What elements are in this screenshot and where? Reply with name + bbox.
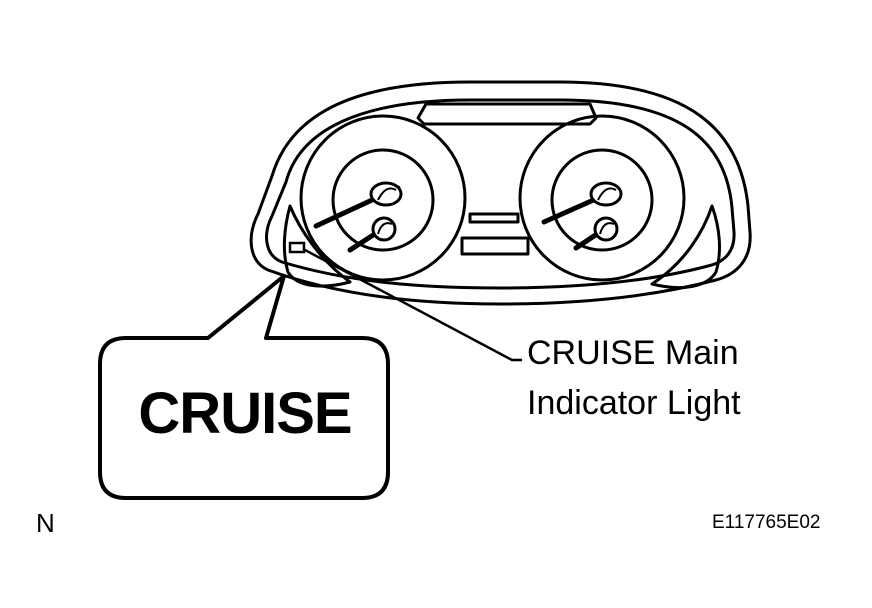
center-display-lower: [460, 236, 530, 256]
left-gauge-lower-hub: [371, 216, 397, 242]
right-gauge-upper-hub-detail: [597, 187, 617, 201]
cruise-indicator-light: [288, 241, 306, 254]
callout-leader-line: [304, 248, 522, 362]
right-gauge-upper-hub: [589, 181, 623, 207]
left-gauge-upper-hub-detail: [377, 187, 397, 201]
right-side-recess: [650, 204, 721, 290]
left-gauge-outer-ring: [299, 114, 467, 282]
left-gauge-upper-hub: [369, 181, 403, 207]
center-display-upper: [468, 212, 520, 224]
right-gauge-lower-hub: [593, 216, 619, 242]
right-gauge-lower-hub-detail: [599, 222, 615, 235]
corner-n-mark: N: [36, 508, 55, 538]
cluster-outer-housing: [249, 80, 752, 306]
left-gauge-lower-hub-detail: [377, 222, 393, 235]
left-side-recess: [282, 204, 352, 288]
bubble-cruise-label: CRUISE: [138, 381, 352, 446]
callout-label-line-1: CRUISE Main: [527, 334, 739, 372]
figure-code: E117765E02: [712, 512, 821, 533]
left-gauge-dial: [331, 148, 435, 252]
callout-label-line-2: Indicator Light: [527, 384, 741, 422]
right-gauge-dial: [550, 148, 654, 252]
cluster-inner-bezel: [265, 98, 736, 290]
right-gauge-outer-ring: [518, 114, 686, 282]
cruise-enlarged-bubble: [98, 274, 390, 500]
top-display-window: [416, 102, 598, 126]
